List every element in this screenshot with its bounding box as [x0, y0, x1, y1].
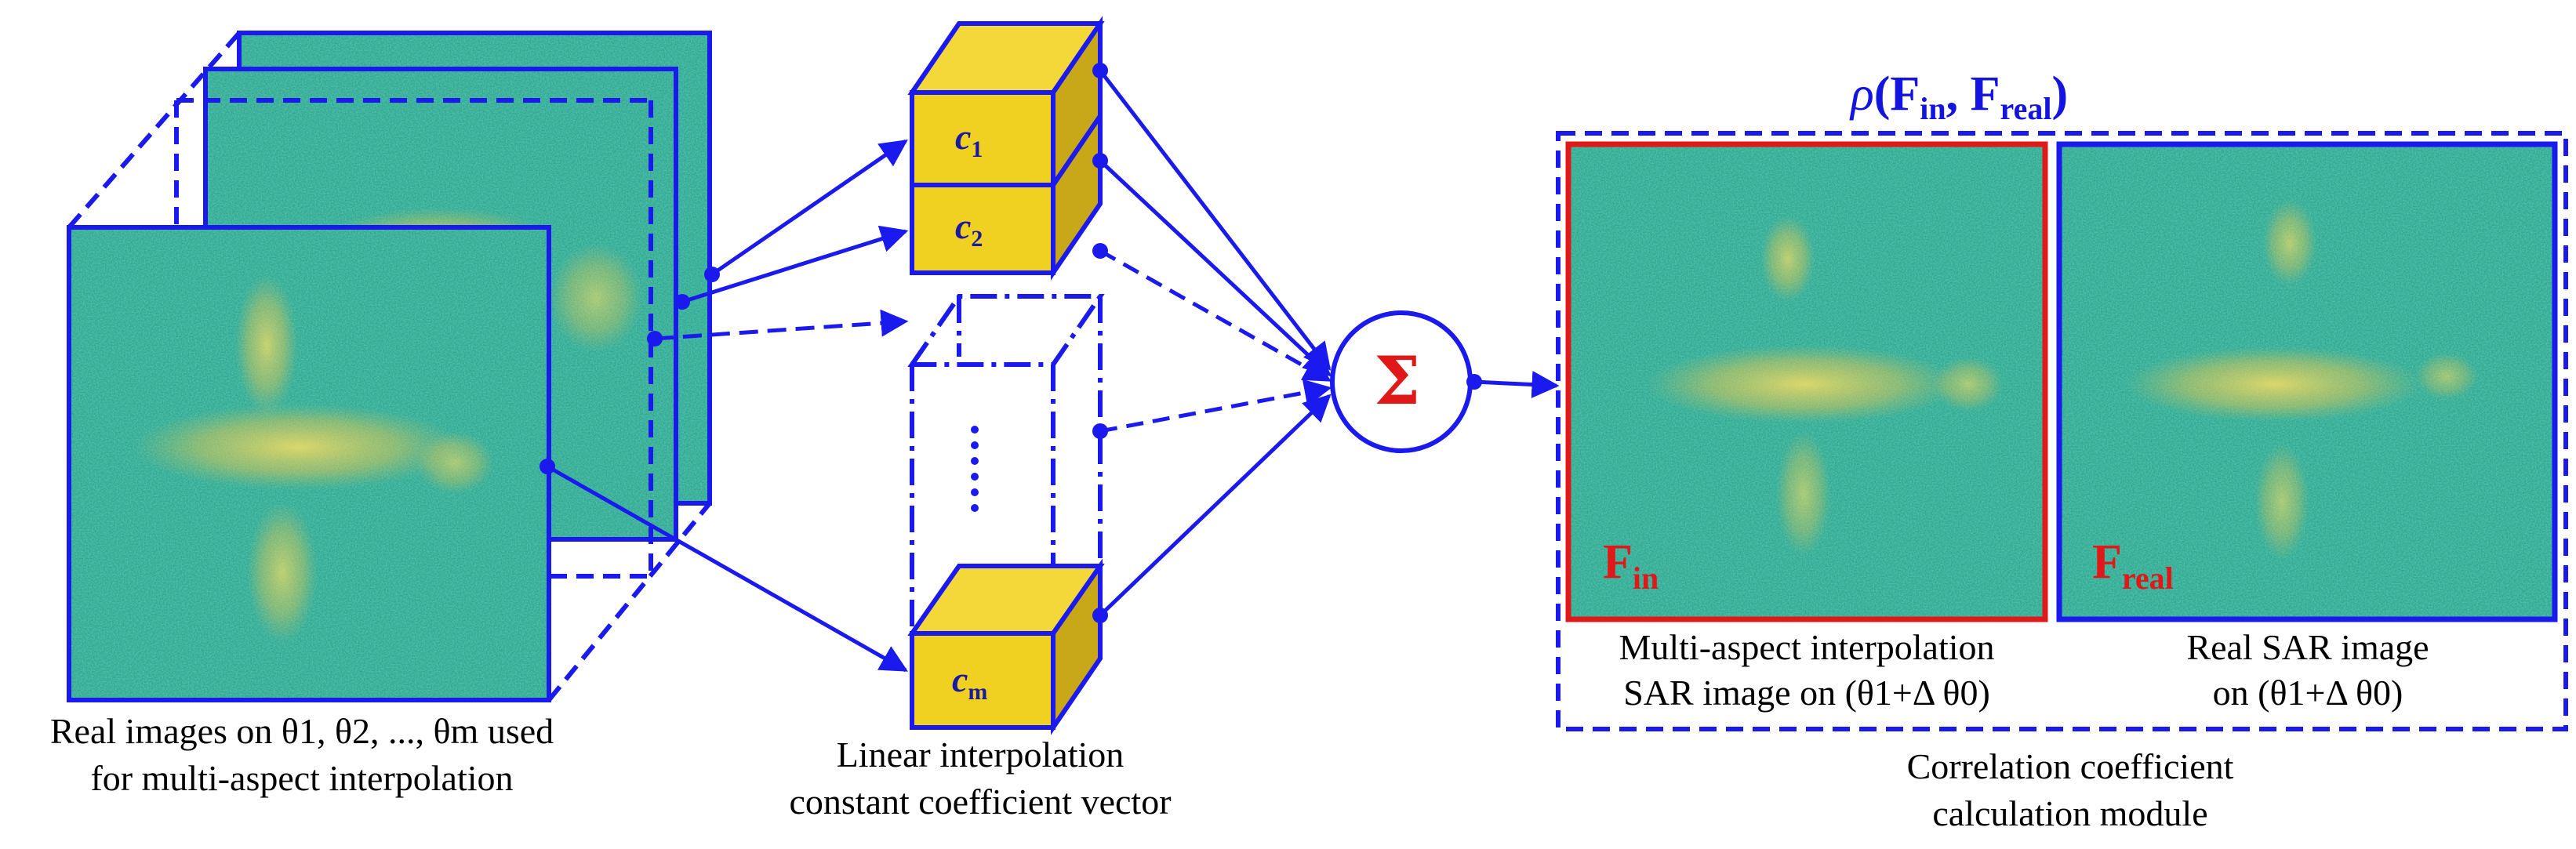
coeff-connection-dots [1092, 63, 1108, 623]
stack-connection-dots [540, 267, 720, 474]
coeff-to-sum-arrows [1099, 69, 1332, 617]
coeff-label-cm: cm [952, 659, 988, 705]
image-in-caption-line1: Multi-aspect interpolation [1619, 627, 1995, 667]
image-real-label: Freal [2092, 535, 2174, 596]
stack-caption-line1: Real images on θ1, θ2, ..., θm used [49, 711, 554, 751]
coeff-label-c2: c2 [955, 206, 983, 252]
correlation-title: ρ(Fin, Freal) [1851, 67, 2069, 126]
module-caption-line1: Correlation coefficient [1906, 746, 2234, 786]
sum-symbol: Σ [1374, 342, 1421, 419]
sar-image-real [2056, 141, 2558, 622]
real-images-stack [67, 31, 712, 702]
coefficient-caption-line1: Linear interpolation [836, 735, 1125, 775]
coefficient-caption-line2: constant coefficient vector [789, 782, 1172, 822]
coeff-box-cm [907, 558, 1105, 735]
coefficient-column [907, 16, 1105, 735]
stack-to-coeff-arrows [546, 139, 909, 673]
module-caption-line2: calculation module [1932, 793, 2208, 833]
stack-caption-line2: for multi-aspect interpolation [90, 758, 514, 798]
image-in-label: Fin [1603, 535, 1659, 596]
stack-cube-wireframe [67, 31, 712, 702]
image-in-caption-line2: SAR image on (θ1+Δ θ0) [1623, 673, 1990, 713]
coeff-label-c1: c1 [955, 117, 983, 162]
image-real-caption-line2: on (θ1+Δ θ0) [2212, 673, 2403, 713]
sum-output-arrow [1473, 371, 1560, 398]
image-real-caption-line1: Real SAR image [2186, 627, 2429, 667]
coeff-ellipsis-dots [971, 426, 979, 512]
coeff-box-c1 [907, 16, 1105, 193]
sar-image-interpolated [1565, 141, 2048, 622]
sar-image-front [67, 225, 551, 702]
correlation-module-frame [1556, 131, 2568, 731]
coeff-box-c2 [910, 108, 1103, 281]
